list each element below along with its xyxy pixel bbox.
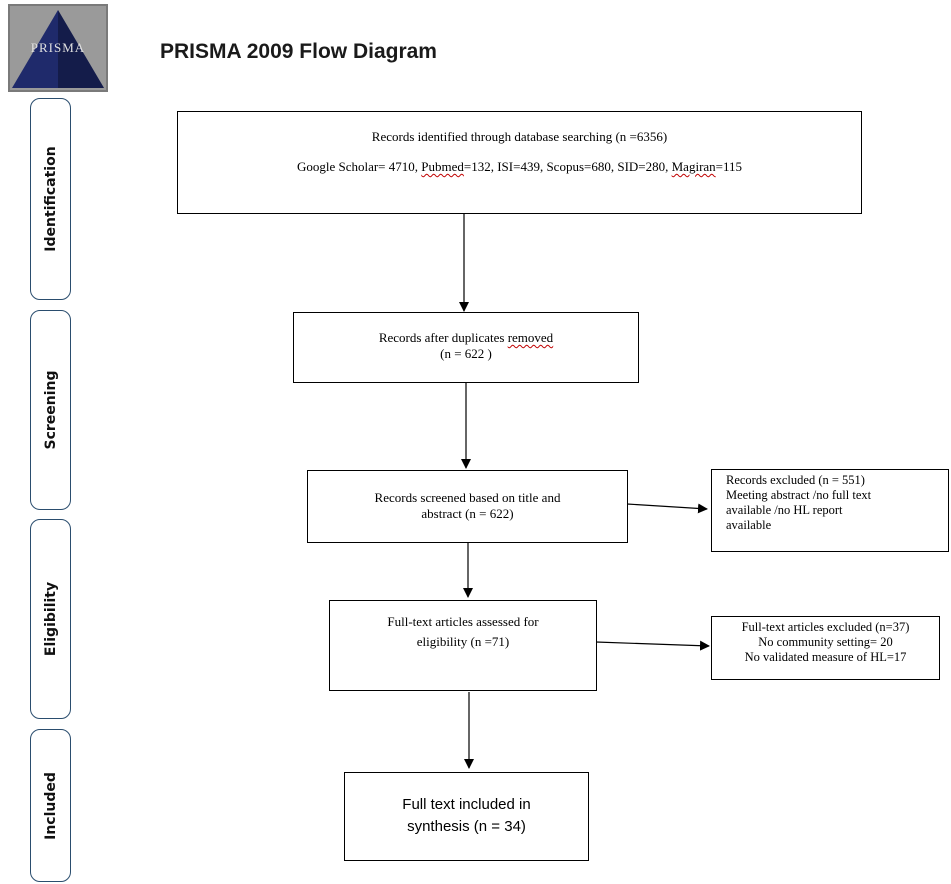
box-included-synthesis: Full text included in synthesis (n = 34) (344, 772, 589, 861)
box-records-excluded: Records excluded (n = 551) Meeting abstr… (711, 469, 949, 552)
phase-identification: Identification (30, 98, 71, 300)
screened-line1: Records screened based on title and (374, 490, 561, 505)
box-records-identified: Records identified through database sear… (177, 111, 862, 214)
logo-text: PRISMA (31, 40, 85, 55)
box-fulltext-excluded: Full-text articles excluded (n=37) No co… (711, 616, 940, 680)
fulltext-line1: Full-text articles assessed for (387, 614, 539, 629)
included-line2: synthesis (n = 34) (407, 818, 526, 835)
identified-line2: Google Scholar= 4710, Pubmed=132, ISI=43… (296, 159, 743, 174)
included-line1: Full text included in (402, 796, 531, 813)
phase-included: Included (30, 729, 71, 882)
box-records-screened: Records screened based on title and abst… (307, 470, 628, 543)
arrow-fulltext-to-excluded (595, 640, 710, 651)
excluded-records-line2: Meeting abstract /no full text (726, 488, 872, 502)
identified-line1: Records identified through database sear… (371, 129, 668, 144)
excluded-records-line1: Records excluded (n = 551) (726, 473, 865, 487)
arrow-screened-to-excluded (626, 503, 708, 514)
excluded-fulltext-line1: Full-text articles excluded (n=37) (741, 620, 910, 634)
screened-line2: abstract (n = 622) (421, 506, 514, 521)
duplicates-line1: Records after duplicates removed (378, 330, 554, 345)
removed-word: removed (507, 330, 554, 345)
pubmed-word: Pubmed (421, 159, 464, 174)
prisma-logo: PRISMA (8, 4, 108, 92)
magiran-word: Magiran (671, 159, 716, 174)
page-title: PRISMA 2009 Flow Diagram (160, 40, 437, 63)
phase-screening: Screening (30, 310, 71, 510)
excluded-records-line4: available (726, 518, 772, 532)
box-fulltext-assessed: Full-text articles assessed for eligibil… (329, 600, 597, 691)
excluded-fulltext-line3: No validated measure of HL=17 (744, 650, 907, 664)
excluded-fulltext-line2: No community setting= 20 (758, 635, 893, 649)
fulltext-line2: eligibility (n =71) (416, 634, 510, 649)
box-duplicates-removed: Records after duplicates removed (n = 62… (293, 312, 639, 383)
excluded-records-line3: available /no HL report (726, 503, 843, 517)
duplicates-line2: (n = 622 ) (440, 346, 492, 361)
phase-eligibility: Eligibility (30, 519, 71, 719)
